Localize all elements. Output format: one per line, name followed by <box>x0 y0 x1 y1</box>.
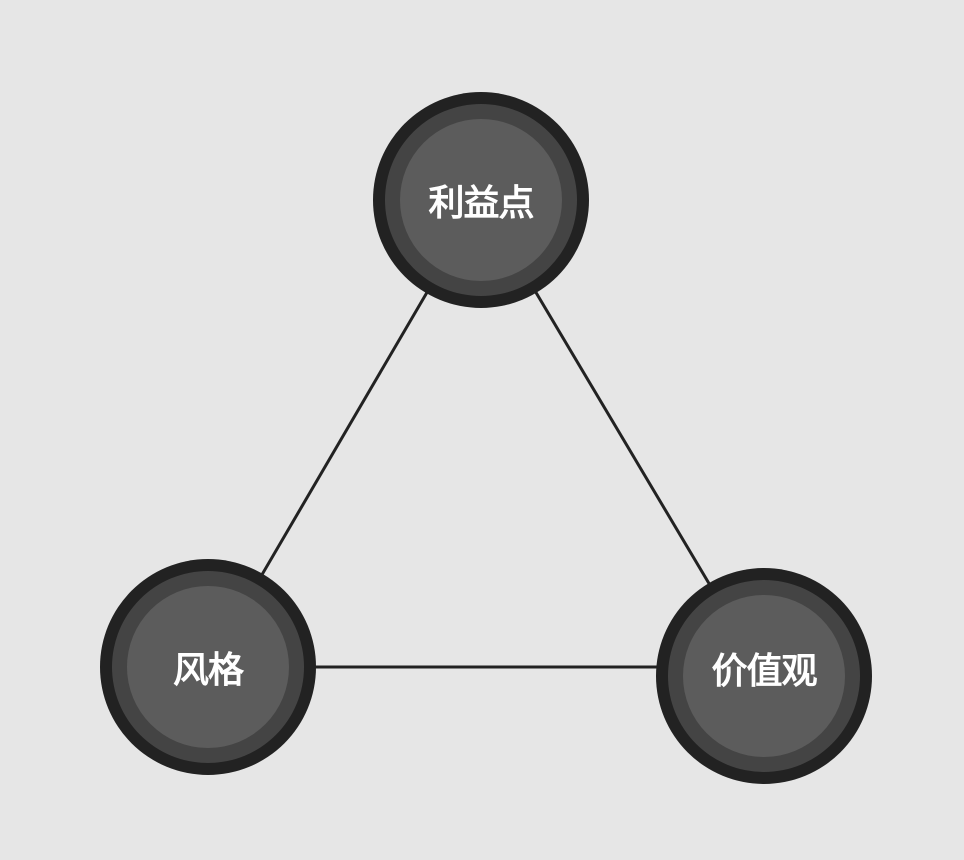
node-top: 利益点 <box>373 92 589 308</box>
node-right-ring: 价值观 <box>668 580 860 772</box>
node-left-label: 风格 <box>172 650 244 691</box>
node-right-label: 价值观 <box>711 651 817 692</box>
node-top-label: 利益点 <box>428 183 534 224</box>
node-left-ring: 风格 <box>112 571 304 763</box>
node-right-core: 价值观 <box>683 595 845 757</box>
node-top-core: 利益点 <box>400 119 562 281</box>
node-left-core: 风格 <box>127 586 289 748</box>
node-right: 价值观 <box>656 568 872 784</box>
node-left: 风格 <box>100 559 316 775</box>
node-top-ring: 利益点 <box>385 104 577 296</box>
